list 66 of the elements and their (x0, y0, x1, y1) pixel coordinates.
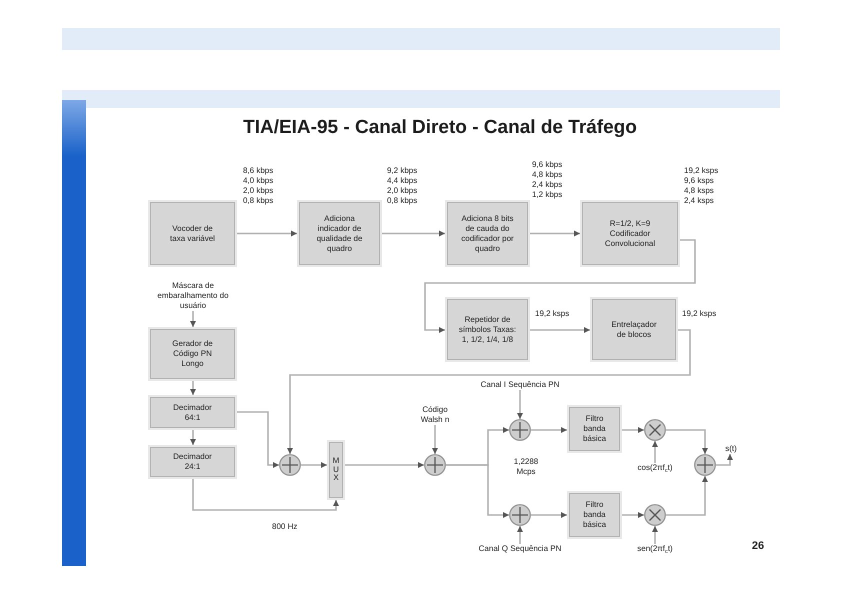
arrow (446, 464, 509, 518)
arrow (531, 427, 567, 433)
process-box (445, 297, 530, 362)
process-box (590, 297, 678, 362)
process-box (445, 200, 530, 267)
arrow (237, 411, 279, 468)
block-label: Decimador 24:1 (172, 452, 213, 472)
arrow (531, 512, 567, 518)
multiplier-symbol (644, 419, 666, 441)
arrow (530, 327, 590, 333)
process-box (148, 327, 237, 381)
arrow (666, 476, 708, 516)
process-box (148, 200, 237, 267)
process-box (567, 405, 622, 453)
xor-symbol (279, 454, 301, 476)
process-box (567, 491, 622, 539)
signal-label: Canal I Sequência PN (460, 380, 580, 390)
arrow (190, 381, 196, 395)
arrow (716, 454, 733, 466)
arrow (622, 427, 644, 433)
arrow (652, 441, 658, 463)
block-label: Adiciona 8 bits de cauda do codificador por quadro (460, 214, 515, 254)
block-label: Gerador de Código PN Longo (171, 339, 214, 369)
block-label: R=1/2, K=9 Codificador Convolucional (604, 218, 656, 248)
xor-symbol (424, 454, 446, 476)
arrow (345, 462, 424, 468)
arrow (190, 430, 196, 445)
signal-label: sen(2πf$_{c}$t) (626, 544, 684, 554)
arrow (622, 512, 644, 518)
slide-title: TIA/EIA-95 - Canal Direto - Canal de Tráfego (242, 116, 638, 140)
arrow (666, 429, 708, 454)
multiplexer-box (327, 440, 345, 500)
block-label: Filtro banda básica (582, 500, 608, 530)
xor-symbol (509, 419, 531, 441)
arrow (517, 526, 523, 544)
sidebar-bar (62, 100, 86, 566)
xor-symbol (509, 504, 531, 526)
signal-label: cos(2πf$_{c}$t) (626, 463, 684, 473)
multiplier-symbol (644, 504, 666, 526)
summing-junction (694, 454, 716, 476)
signal-label: Código Walsh n (413, 405, 457, 425)
process-box (148, 395, 237, 430)
block-label: Filtro banda básica (582, 414, 608, 444)
arrow (192, 479, 339, 511)
process-box (580, 200, 680, 267)
arrow (237, 230, 297, 236)
block-label: Adiciona indicador de qualidade de quadro (316, 214, 364, 254)
arrow (382, 230, 445, 236)
arrow (432, 425, 438, 454)
arrow (301, 462, 327, 468)
block-label: Vocoder de taxa variável (169, 224, 216, 244)
block-label: Repetidor de símbolos Taxas: 1, 1/2, 1/4, 1/8 (458, 314, 518, 344)
signal-label: s(t) (722, 444, 740, 454)
process-box (148, 445, 237, 479)
arrow (530, 230, 580, 236)
arrow (517, 390, 523, 419)
arrow (190, 311, 196, 327)
arrow (287, 329, 691, 454)
signal-label: Canal Q Sequência PN (456, 544, 584, 554)
annotation-text: Máscara de embaralhamento do usuário (146, 281, 240, 311)
arrow (652, 526, 658, 544)
block-label: Entrelaçador de blocos (610, 320, 658, 340)
block-label: MUX (332, 456, 340, 484)
arrow (424, 239, 696, 333)
block-label: Decimador 64:1 (172, 402, 213, 422)
process-box (297, 200, 382, 267)
